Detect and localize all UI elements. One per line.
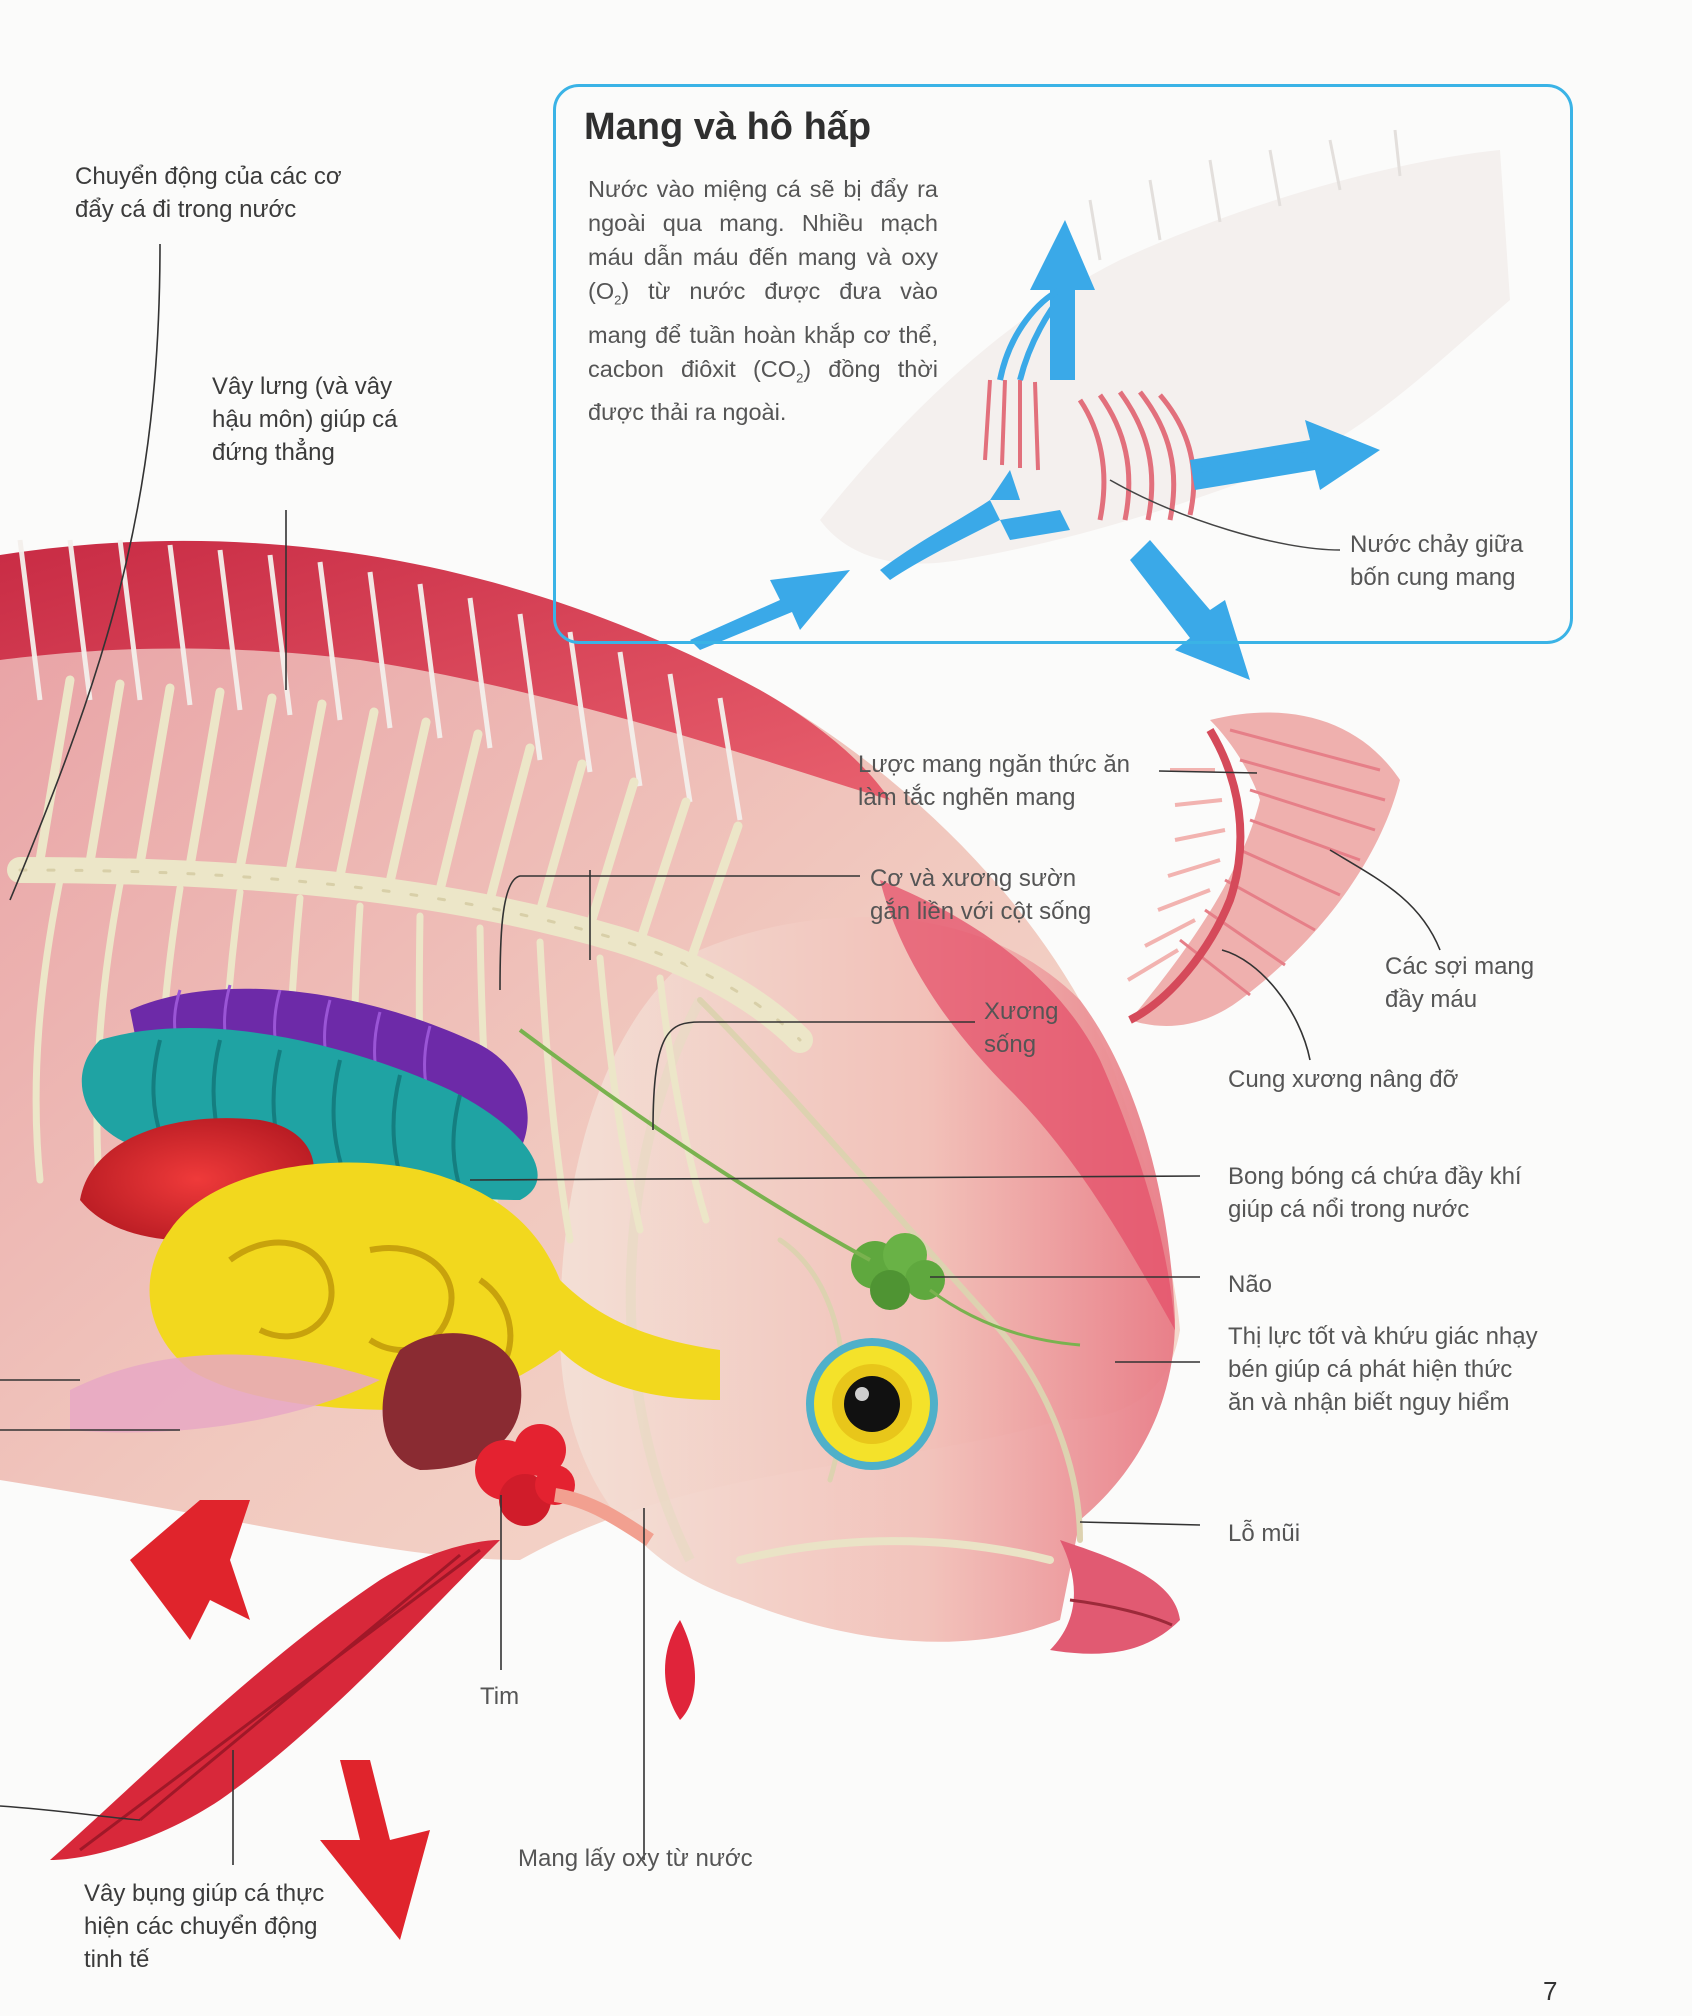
label-heart: Tim bbox=[480, 1683, 520, 1710]
label-nostril: Lỗ mũi bbox=[1228, 1520, 1301, 1547]
skeleton bbox=[7, 675, 1083, 1564]
liver bbox=[382, 1333, 522, 1470]
label-ribs: Cơ và xương sườn gắn liền với cột sống bbox=[870, 865, 1092, 925]
red-arrow-up-icon bbox=[130, 1500, 250, 1640]
label-brain: Não bbox=[1228, 1271, 1273, 1298]
heart bbox=[475, 1424, 654, 1546]
red-arrow-down-icon bbox=[320, 1760, 430, 1940]
gill-inset-illustration bbox=[690, 129, 1510, 680]
eye bbox=[806, 1338, 938, 1470]
label-spine: Xương sống bbox=[984, 998, 1059, 1058]
box-body-part3: ) đồng thời được thải ra ngoài. bbox=[588, 355, 938, 426]
label-muscle-movement: Chuyển động của các cơ đẩy cá đi trong n… bbox=[75, 163, 342, 223]
box-body-part2: ) từ nước được đưa vào mang để tuần hoàn… bbox=[588, 278, 938, 382]
label-swim-bladder: Bong bóng cá chứa đầy khí giúp cá nổi tr… bbox=[1228, 1163, 1522, 1223]
label-water-flow: Nước chảy giữa bốn cung mang bbox=[1350, 531, 1524, 591]
anal-fin bbox=[665, 1620, 695, 1720]
box-body-part1: Nước vào miệng cá sẽ bị đẩy ra ngoài qua… bbox=[588, 176, 938, 304]
label-gill-rakers: Lược mang ngăn thức ăn làm tắc nghẽn man… bbox=[858, 751, 1131, 811]
label-gills-oxygen: Mang lấy oxy từ nước bbox=[518, 1845, 753, 1872]
box-body-sub2: 2 bbox=[796, 370, 804, 386]
gill-respiration-box bbox=[553, 84, 1573, 644]
box-body-sub1: 2 bbox=[614, 292, 622, 308]
box-body-text: Nước vào miệng cá sẽ bị đẩy ra ngoài qua… bbox=[588, 172, 938, 429]
label-gill-arch: Cung xương nâng đỡ bbox=[1228, 1066, 1459, 1093]
label-senses: Thị lực tốt và khứu giác nhạy bén giúp c… bbox=[1228, 1323, 1538, 1416]
page-number: 7 bbox=[1543, 1976, 1558, 2006]
label-dorsal-fin: Vây lưng (và vây hậu môn) giúp cá đứng t… bbox=[212, 373, 398, 466]
gill-arch-detail bbox=[1126, 712, 1400, 1026]
pectoral-fin bbox=[70, 1354, 380, 1433]
label-gill-filaments: Các sợi mang đầy máu bbox=[1385, 953, 1535, 1013]
leader-lines bbox=[0, 243, 1441, 1865]
brain bbox=[518, 1028, 1081, 1347]
box-title: Mang và hô hấp bbox=[584, 106, 872, 148]
label-pelvic-fin: Vây bụng giúp cá thực hiện các chuyển độ… bbox=[84, 1880, 325, 1973]
pelvic-fin bbox=[50, 1540, 500, 1860]
